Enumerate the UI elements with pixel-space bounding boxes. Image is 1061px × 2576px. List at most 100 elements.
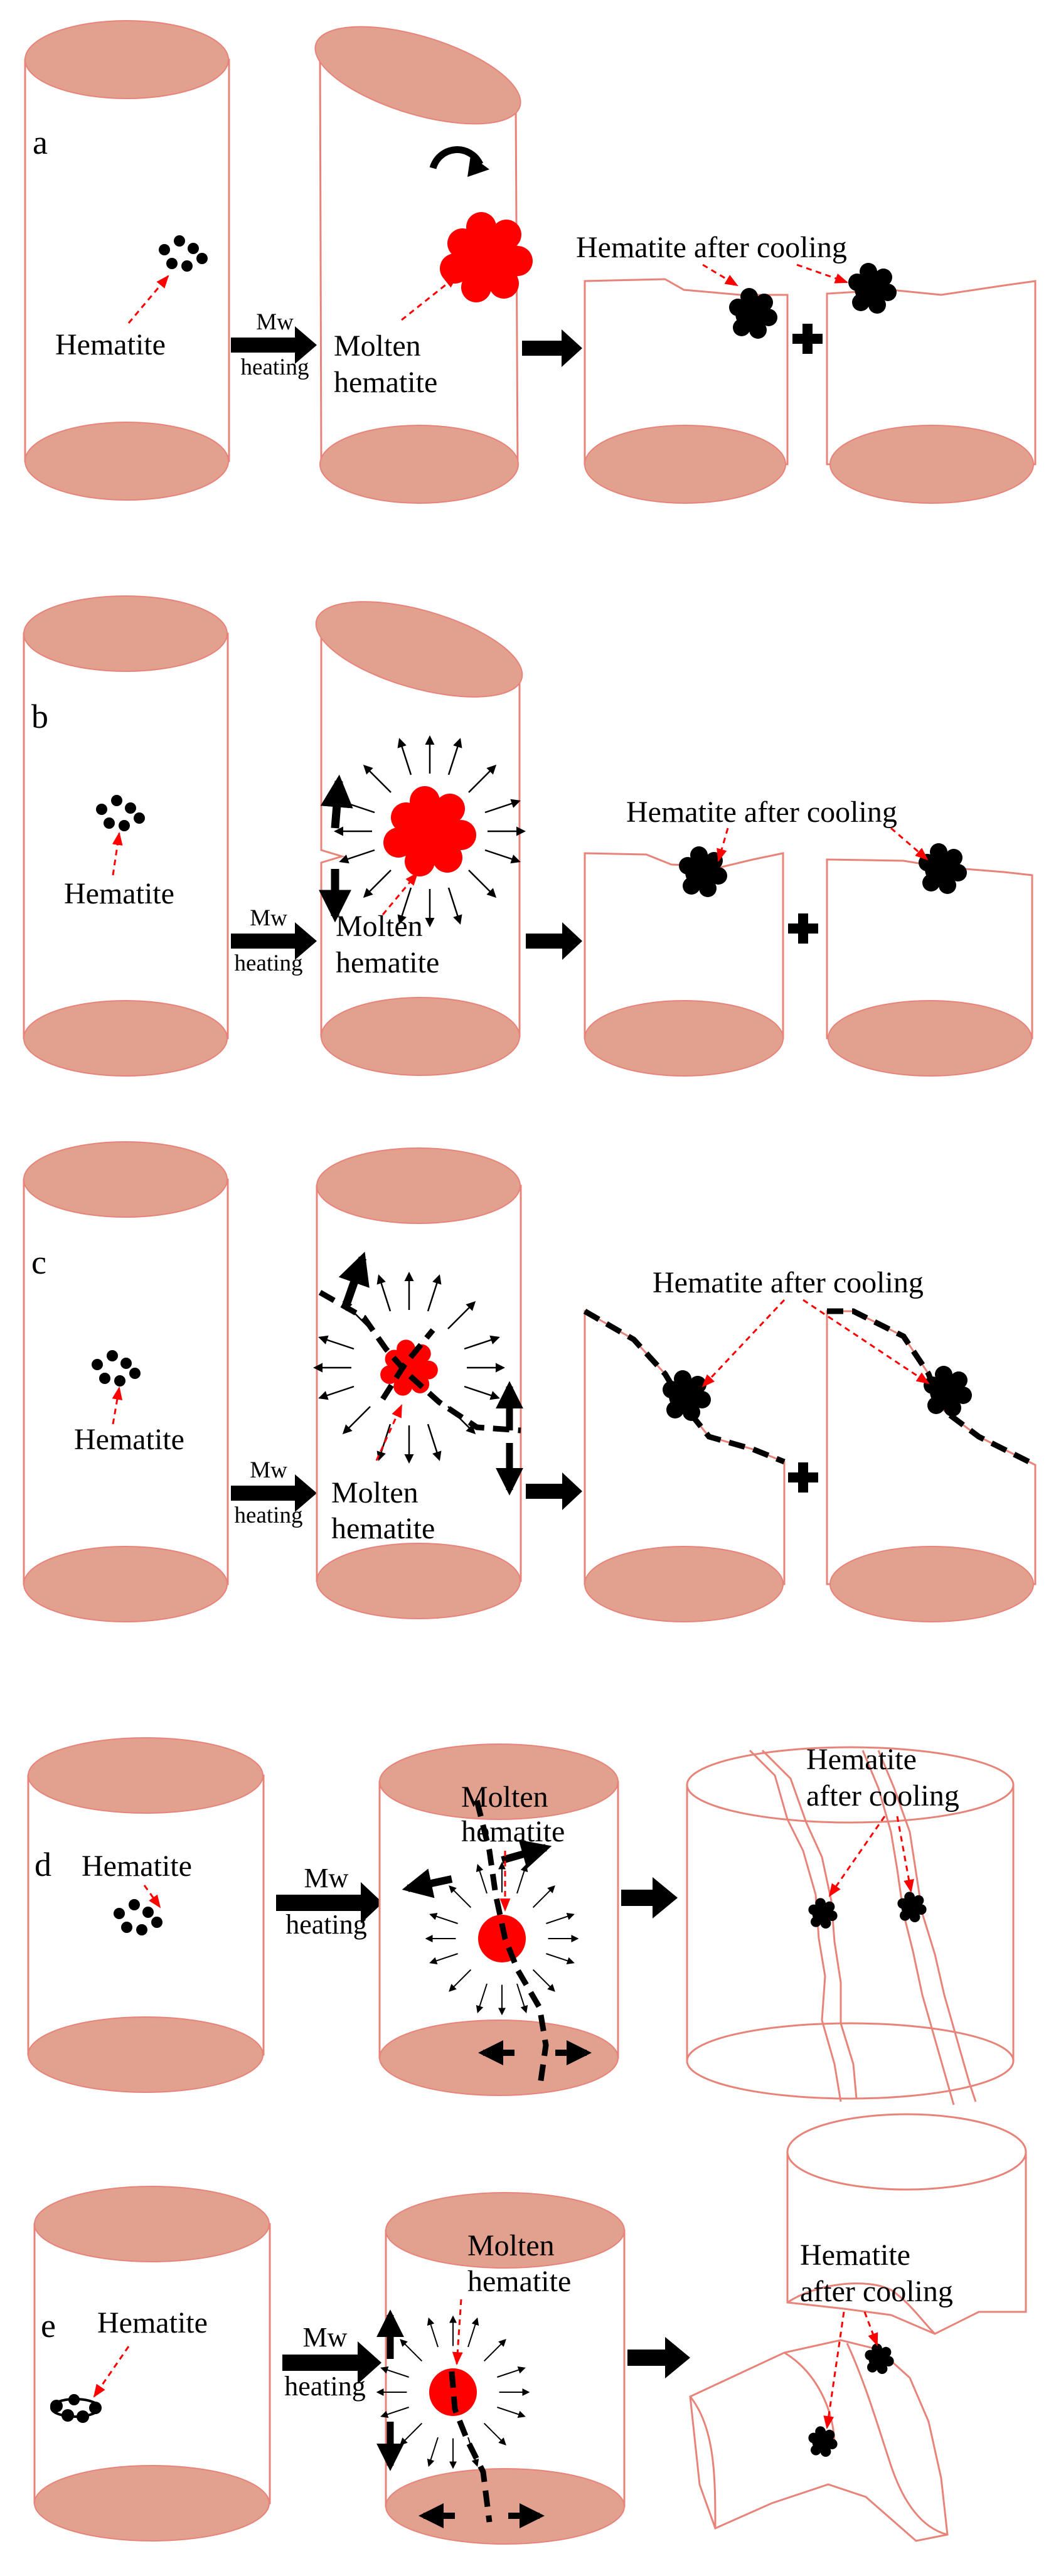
panel-b-letter: b: [31, 698, 48, 735]
panel-a: a Hematite Mw heating Molten hematite: [24, 20, 1037, 504]
panel-e-after-cooling-label-2: after cooling: [800, 2275, 953, 2308]
panel-c-result-arrow-shaft: [526, 1484, 563, 1499]
panel-a-after-pointer-left: [702, 263, 738, 287]
panel-a-molten-label-1: Molten: [334, 329, 421, 363]
panel-b-molten-label-2: hematite: [336, 946, 439, 979]
panel-e-heated-cylinder: [385, 2192, 626, 2545]
panel-a-after-pointer-right: [796, 263, 848, 284]
panel-d-after-cooling-label-2: after cooling: [806, 1779, 959, 1812]
panel-d-molten-label-1: Molten: [461, 1780, 548, 1814]
panel-d-letter: d: [35, 1846, 51, 1883]
panel-e-mw-label: Mw: [303, 2322, 348, 2353]
panel-d-molten-label-2: hematite: [461, 1815, 565, 1848]
panel-c-heating-label: heating: [235, 1503, 303, 1528]
panel-e-molten-label-1: Molten: [467, 2229, 555, 2262]
panel-c-after-pointer-left: [701, 1299, 786, 1388]
panel-a-result-arrow-shaft: [522, 341, 563, 356]
panel-b-molten-label-1: Molten: [336, 910, 423, 943]
panel-e-hematite-particles: [50, 2394, 102, 2423]
panel-d-result-arrow-shaft: [621, 1890, 654, 1906]
panel-a-molten-pointer: [401, 275, 458, 321]
panel-d-molten-hematite: [478, 1915, 526, 1962]
panel-c-hematite-pointer: [112, 1386, 123, 1425]
panel-c-fragment-right: [826, 1310, 1037, 1622]
panel-d-fractured-cylinder: [686, 1746, 1015, 2105]
panel-c-after-pointer-right: [802, 1299, 930, 1385]
panel-c-heating-arrow-head: [295, 1474, 317, 1512]
panel-e-result-arrow-head: [665, 2337, 690, 2378]
panel-c-molten-label-1: Molten: [331, 1476, 419, 1509]
panel-e-heating-label: heating: [284, 2371, 366, 2402]
panel-a-letter: a: [33, 124, 48, 161]
panel-e-result-arrow-shaft: [627, 2350, 666, 2366]
panel-e-molten-hematite: [429, 2368, 477, 2416]
panel-b-molten-pointer: [381, 872, 419, 915]
panel-a-heating-arrow-shaft: [231, 338, 297, 353]
panel-c-heating-arrow-shaft: [231, 1486, 297, 1501]
panel-d-heating-arrow-shaft: [276, 1895, 364, 1911]
panel-d-intact-cylinder: [27, 1737, 265, 2093]
panel-a-after-cooling-label: Hematite after cooling: [576, 231, 847, 264]
panel-e-letter: e: [41, 2307, 56, 2344]
panel-e-heating-arrow-head: [358, 2341, 381, 2384]
panel-c-result-arrow-head: [562, 1472, 582, 1510]
panel-c-molten-label-2: hematite: [331, 1512, 435, 1545]
panel-d-hematite-pointer: [143, 1885, 161, 1908]
panel-e-molten-pointer: [452, 2299, 463, 2366]
panel-d-result-arrow-head: [653, 1877, 678, 1919]
panel-b-heating-arrow-head: [295, 922, 317, 960]
panel-c-hematite-label: Hematite: [74, 1423, 184, 1456]
panel-a-heating-arrow-head: [295, 326, 317, 364]
panel-e-intact-cylinder: [33, 2186, 271, 2541]
panel-a-rotation-arrow-head: [467, 156, 489, 177]
panel-e-molten-label-2: hematite: [467, 2265, 571, 2298]
panel-d-mw-label: Mw: [304, 1863, 349, 1893]
panel-b-plus-icon: [788, 913, 818, 944]
panel-a-result-arrow-head: [562, 329, 582, 367]
panel-d-after-cooling-label-1: Hematite: [806, 1743, 917, 1776]
panel-c-mw-label: Mw: [250, 1457, 287, 1483]
panel-e-heating-arrow-shaft: [282, 2355, 361, 2371]
panel-b-fragment-left: [584, 852, 784, 1077]
panel-c-crack-path: [318, 1290, 521, 1434]
panel-b-intact-cylinder: [23, 595, 229, 1077]
panel-d-crack-path: [474, 1799, 549, 2090]
panel-d-hematite-label: Hematite: [82, 1850, 192, 1883]
panel-d-after-pointer-left: [828, 1816, 886, 1897]
panel-a-mw-label: Mw: [256, 309, 294, 335]
panel-b-after-pointer-right: [890, 827, 929, 861]
panel-c-intact-cylinder: [23, 1141, 229, 1622]
panel-d-expansion-arrow-right: [501, 1839, 552, 1869]
panel-b-result-arrow-head: [562, 922, 582, 960]
panel-d-after-pointer-right: [896, 1816, 914, 1893]
panel-c-plus-icon: [788, 1462, 818, 1493]
panel-b-mw-label: Mw: [250, 905, 287, 931]
panel-d-heating-label: heating: [285, 1909, 367, 1940]
panel-a-fragment-right: [826, 280, 1037, 504]
panel-b-hematite-pointer: [112, 831, 123, 876]
panel-b-heating-label: heating: [235, 950, 303, 976]
panel-c-crack-cross: [380, 1328, 435, 1401]
panel-e-hematite-pointer: [93, 2346, 130, 2398]
panel-a-hematite-pointer: [127, 275, 169, 324]
panel-e-hematite-label: Hematite: [97, 2306, 208, 2339]
panel-d-heating-arrow-head: [361, 1882, 383, 1924]
panel-a-hematite-label: Hematite: [55, 328, 166, 361]
panel-e-after-pointer-right: [863, 2311, 878, 2346]
panel-b-after-cooling-label: Hematite after cooling: [626, 796, 897, 829]
panel-a-intact-cylinder: [24, 20, 230, 501]
panel-e: e Hematite Mw heating Molten hematite: [33, 2113, 1027, 2545]
panel-e-after-cooling-label-1: Hematite: [800, 2238, 910, 2272]
panel-b: b Hematite Mw heating Molten hematite: [23, 595, 1033, 1077]
panel-c-expansion-arrow-up: [338, 1252, 370, 1310]
panel-e-fractured-upper: [786, 2113, 1027, 2335]
panel-c-after-cooling-label: Hematite after cooling: [653, 1266, 924, 1299]
panel-e-crack-path: [449, 2371, 493, 2523]
panel-a-heating-label: heating: [241, 354, 309, 380]
panel-a-rotation-arrow-icon: [429, 146, 484, 169]
panel-d: d Hematite Mw heating Molten hematite: [27, 1737, 1015, 2105]
panel-b-heating-arrow-shaft: [231, 934, 297, 949]
panel-b-expansion-arrow-up: [320, 774, 353, 829]
panel-d-expansion-arrow-left: [402, 1868, 453, 1898]
